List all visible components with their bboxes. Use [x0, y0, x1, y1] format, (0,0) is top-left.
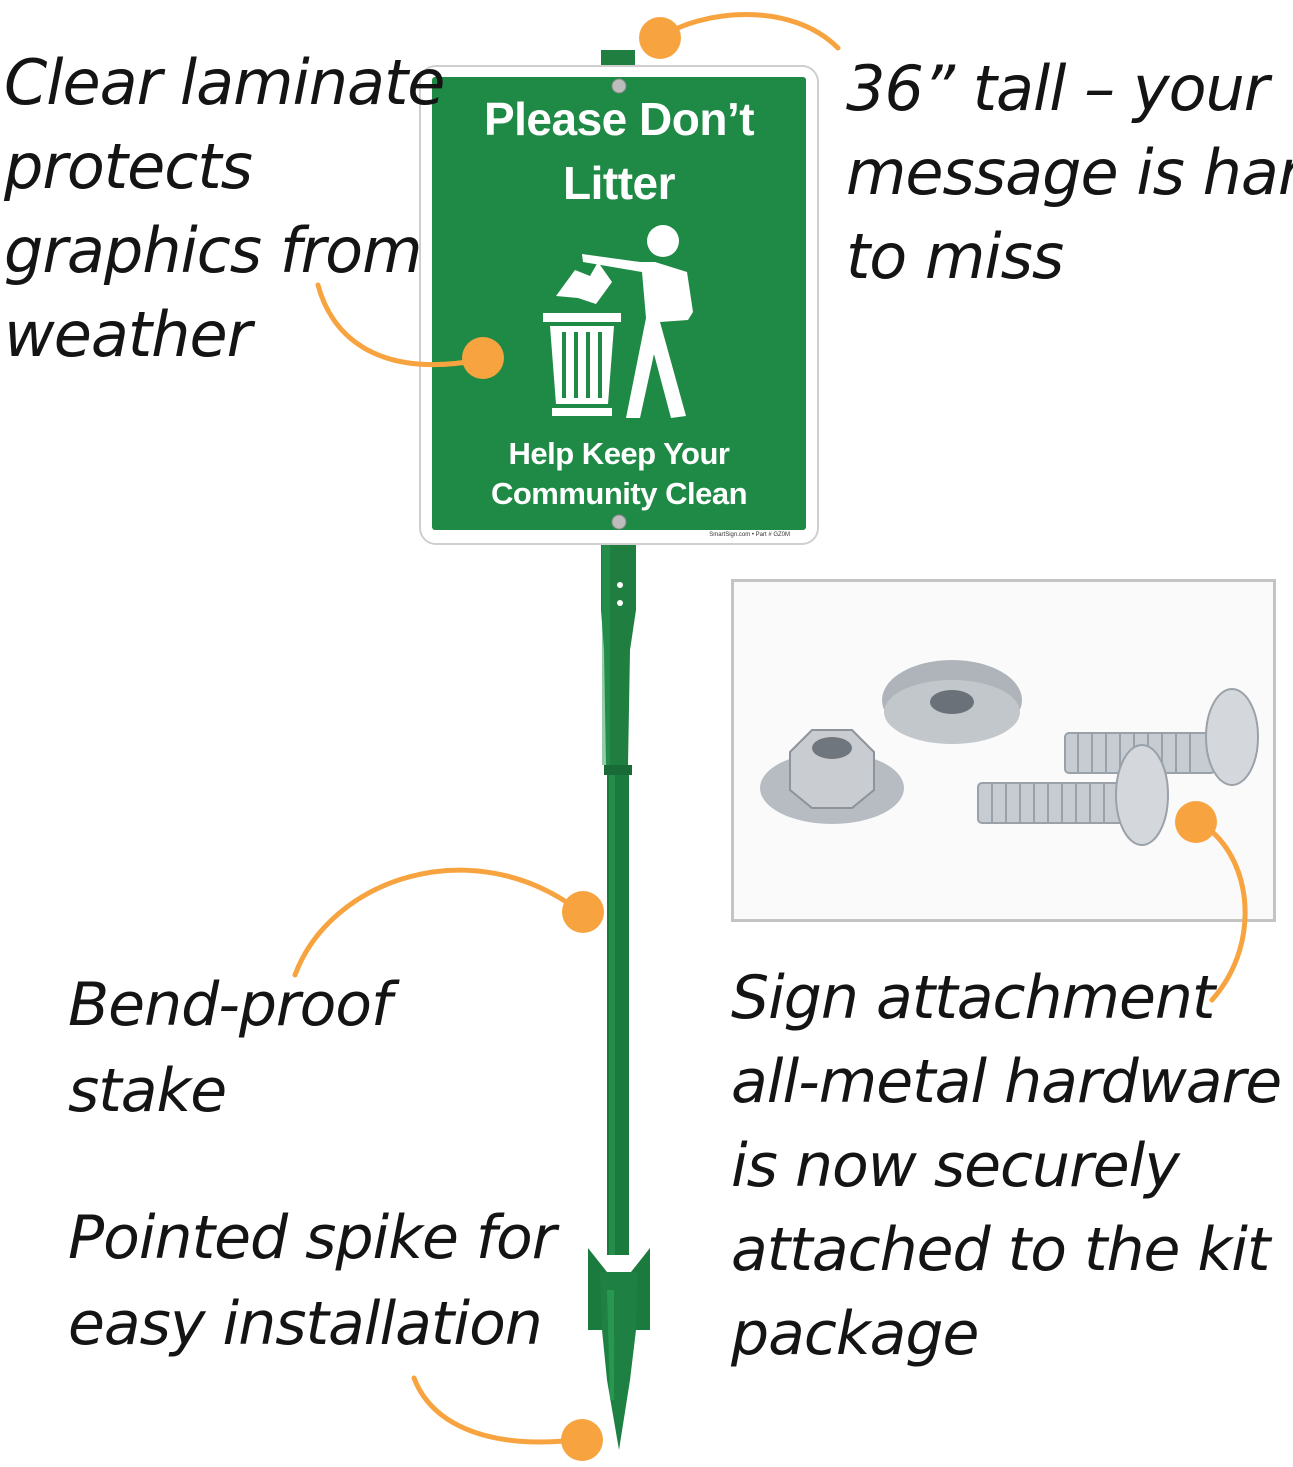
stake-connector-line — [292, 867, 581, 978]
callout-hardware-line: all-metal hardware — [731, 1047, 1282, 1117]
callout-spike: Pointed spike for easy installation — [68, 1203, 556, 1380]
callout-stake-line: Bend-proof — [68, 970, 392, 1040]
callout-hardware-line: is now securely — [731, 1131, 1180, 1201]
sign-subtitle-line-1: Help Keep Your — [508, 436, 730, 471]
callout-dots — [462, 17, 1217, 1461]
callout-height-line: to miss — [846, 220, 1064, 293]
sign-footer-text: SmartSign.com • Part # GZ0M — [709, 532, 790, 538]
callout-laminate-line: Clear laminate — [4, 46, 445, 119]
callout-height-line: 36” tall – your — [846, 52, 1269, 125]
person-throwing-trash-icon — [582, 225, 693, 418]
callout-height-line: message is hard — [846, 136, 1293, 209]
litter-bin-icon — [543, 262, 621, 416]
screw-top — [611, 78, 627, 94]
callout-hardware-line: package — [731, 1299, 979, 1369]
height-connector-line — [657, 12, 841, 51]
spike-callout-dot — [561, 1419, 603, 1461]
callout-stake-line: stake — [68, 1056, 227, 1126]
laminate-connector-line — [315, 282, 483, 367]
callout-laminate-line: graphics from — [4, 214, 422, 287]
callout-connectors — [292, 12, 1248, 1445]
spike-connector-line — [411, 1375, 578, 1445]
callout-stake: Bend-proof stake — [68, 970, 392, 1147]
hardware-connector-line — [1195, 819, 1248, 1003]
callout-height: 36” tall – your message is hard to miss — [846, 58, 1293, 310]
sign-subtitle-line-2: Community Clean — [490, 476, 748, 511]
stake-lower-section — [604, 765, 632, 775]
callout-hardware-line: attached to the kit — [731, 1215, 1270, 1285]
callout-laminate: Clear laminate protects graphics from we… — [4, 46, 445, 388]
callout-laminate-line: protects — [4, 130, 253, 203]
callout-spike-line: easy installation — [68, 1289, 543, 1359]
screw-bottom — [611, 514, 627, 530]
laminate-callout-dot — [462, 337, 504, 379]
callout-spike-line: Pointed spike for — [68, 1203, 556, 1273]
sign-panel — [432, 77, 806, 530]
height-callout-dot — [639, 17, 681, 59]
sign-title-line-2: Litter — [563, 157, 676, 209]
sign-title-line-1: Please Don’t — [483, 93, 755, 145]
hardware-photo — [760, 660, 1259, 846]
hardware-callout-dot — [1175, 801, 1217, 843]
callout-hardware: Sign attachment all-metal hardware is no… — [731, 963, 1282, 1388]
callout-hardware-line: Sign attachment — [731, 963, 1215, 1033]
stake-callout-dot — [562, 891, 604, 933]
callout-laminate-line: weather — [4, 298, 252, 371]
